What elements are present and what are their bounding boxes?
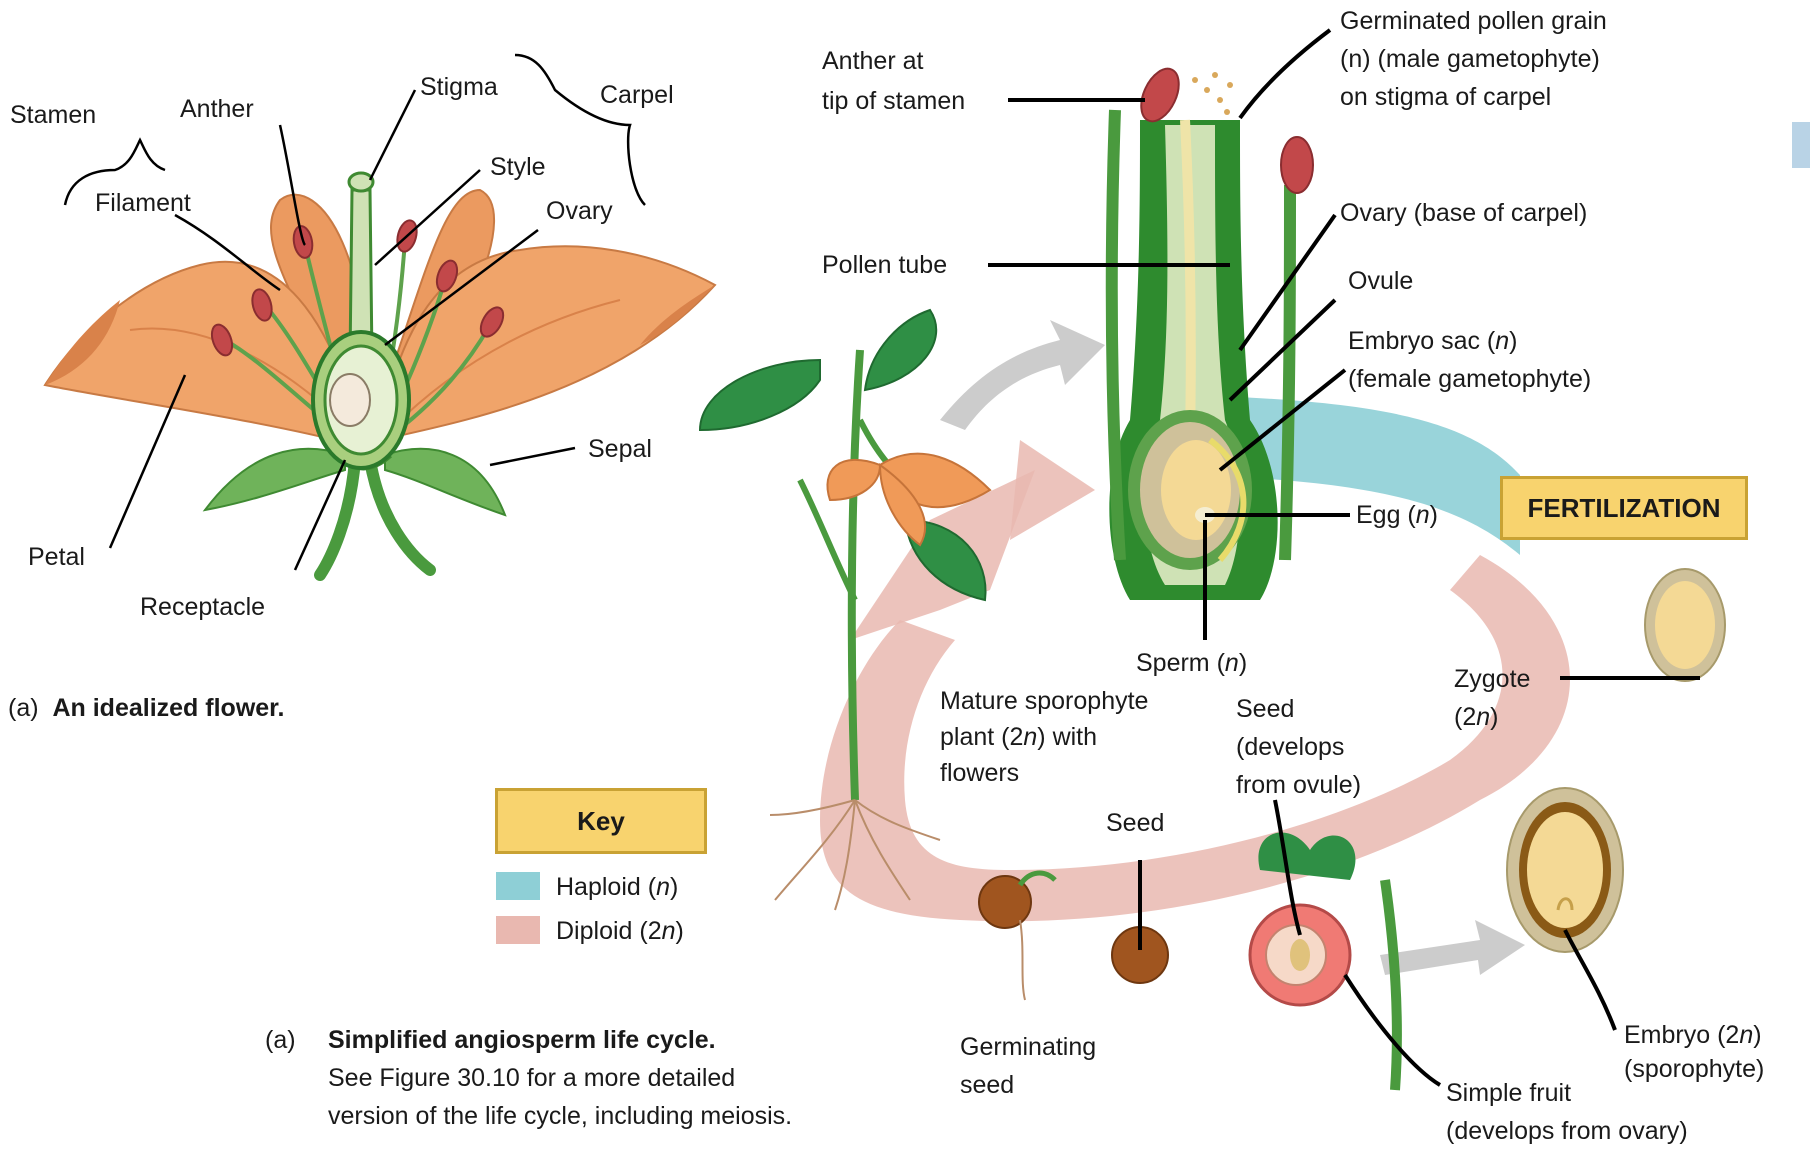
embryo-sac-n: n	[1495, 327, 1509, 355]
label-zygote-1: Zygote	[1454, 662, 1530, 696]
diploid-close: )	[676, 917, 684, 945]
label-petal: Petal	[28, 540, 85, 574]
flower-caption-text: An idealized flower.	[52, 694, 284, 722]
flower-caption-letter: (a)	[8, 694, 39, 722]
cycle-caption-line3: version of the life cycle, including mei…	[328, 1098, 792, 1134]
label-filament: Filament	[95, 186, 191, 220]
pollination-arrow	[940, 320, 1105, 430]
label-germinated-pollen-2: (n) (male gametophyte)	[1340, 42, 1600, 76]
embryo-sac-text: Embryo sac (	[1348, 327, 1495, 355]
embryo-sac-shape	[1161, 440, 1231, 540]
embryo-open: Embryo (2	[1624, 1021, 1739, 1049]
label-embryo-sac-2: (female gametophyte)	[1348, 362, 1591, 396]
ovule-in-ovary	[330, 374, 370, 426]
label-ovule: Ovule	[1348, 264, 1413, 298]
zygote-n: n	[1476, 703, 1490, 731]
label-ovary-base: Ovary (base of carpel)	[1340, 196, 1587, 230]
embryo-close: )	[1753, 1021, 1761, 1049]
haploid-close: )	[670, 873, 678, 901]
label-embryo-sac-1: Embryo sac (n)	[1348, 324, 1518, 358]
haploid-n: n	[656, 873, 670, 901]
embryo-n: n	[1739, 1021, 1753, 1049]
fruit-to-embryo-arrow	[1380, 920, 1525, 975]
edge-tab	[1792, 122, 1810, 168]
key-label-haploid: Haploid (n)	[556, 870, 678, 904]
diploid-n: n	[662, 917, 676, 945]
simple-fruit-art	[1250, 833, 1397, 1090]
label-simple-fruit-2: (develops from ovary)	[1446, 1114, 1688, 1148]
haploid-text: Haploid (	[556, 873, 656, 901]
life-cycle	[700, 30, 1725, 1090]
key-swatch-diploid	[496, 916, 540, 944]
label-mature-2: plant (2n) with	[940, 720, 1097, 754]
label-pollen-tube: Pollen tube	[822, 248, 947, 282]
zygote-close: )	[1490, 703, 1498, 731]
sperm-text: Sperm (	[1136, 649, 1225, 677]
key-title: Key	[495, 788, 707, 854]
key-label-diploid: Diploid (2n)	[556, 914, 684, 948]
label-mature-1: Mature sporophyte	[940, 684, 1148, 718]
label-germinating-2: seed	[960, 1068, 1014, 1102]
label-seed-develops-2: (develops	[1236, 730, 1344, 764]
sperm-n: n	[1225, 649, 1239, 677]
label-carpel: Carpel	[600, 78, 674, 112]
label-seed: Seed	[1106, 806, 1164, 840]
fertilization-box: FERTILIZATION	[1500, 476, 1748, 540]
label-anther-tip-1: Anther at	[822, 44, 923, 78]
mature-close: ) with	[1037, 723, 1097, 751]
label-anther-tip-2: tip of stamen	[822, 84, 965, 118]
label-ovary: Ovary	[546, 194, 613, 228]
diploid-text: Diploid (2	[556, 917, 662, 945]
label-stamen: Stamen	[10, 98, 96, 132]
egg-n: n	[1416, 501, 1430, 529]
label-stigma: Stigma	[420, 70, 498, 104]
diploid-arrow-head	[1010, 440, 1095, 540]
label-embryo-1: Embryo (2n)	[1624, 1018, 1762, 1052]
label-sperm: Sperm (n)	[1136, 646, 1247, 680]
egg-text: Egg (	[1356, 501, 1416, 529]
mature-n: n	[1023, 723, 1037, 751]
label-egg: Egg (n)	[1356, 498, 1438, 532]
label-anther: Anther	[180, 92, 254, 126]
key-swatch-haploid	[496, 872, 540, 900]
idealized-flower	[45, 55, 715, 575]
label-receptacle: Receptacle	[140, 590, 265, 624]
label-germinated-pollen-3: on stigma of carpel	[1340, 80, 1551, 114]
label-seed-develops-3: from ovule)	[1236, 768, 1361, 802]
egg-close: )	[1430, 501, 1438, 529]
pistil-closeup	[1109, 120, 1277, 600]
label-sepal: Sepal	[588, 432, 652, 466]
sperm-close: )	[1239, 649, 1247, 677]
label-germinated-pollen-1: Germinated pollen grain	[1340, 4, 1607, 38]
label-embryo-2: (sporophyte)	[1624, 1052, 1764, 1086]
cycle-caption-title: Simplified angiosperm life cycle.	[328, 1026, 716, 1054]
mature-open: plant (2	[940, 723, 1023, 751]
label-style: Style	[490, 150, 546, 184]
stigma-tip	[349, 173, 373, 191]
label-germinating-1: Germinating	[960, 1030, 1096, 1064]
cycle-caption-line2: See Figure 30.10 for a more detailed	[328, 1060, 735, 1096]
zygote-art	[1645, 569, 1725, 681]
embryo-sac-close: )	[1509, 327, 1517, 355]
embryo-art	[1507, 788, 1623, 952]
label-zygote-2: (2n)	[1454, 700, 1498, 734]
label-seed-develops-1: Seed	[1236, 692, 1294, 726]
sepal-left	[205, 449, 345, 510]
cycle-caption-line1: Simplified angiosperm life cycle.	[328, 1022, 716, 1058]
label-simple-fruit-1: Simple fruit	[1446, 1076, 1571, 1110]
cycle-caption-letter: (a)	[265, 1022, 296, 1058]
flower-caption: (a) An idealized flower.	[8, 690, 284, 726]
sepal-right	[385, 449, 505, 515]
zygote-open: (2	[1454, 703, 1476, 731]
label-mature-3: flowers	[940, 756, 1019, 790]
